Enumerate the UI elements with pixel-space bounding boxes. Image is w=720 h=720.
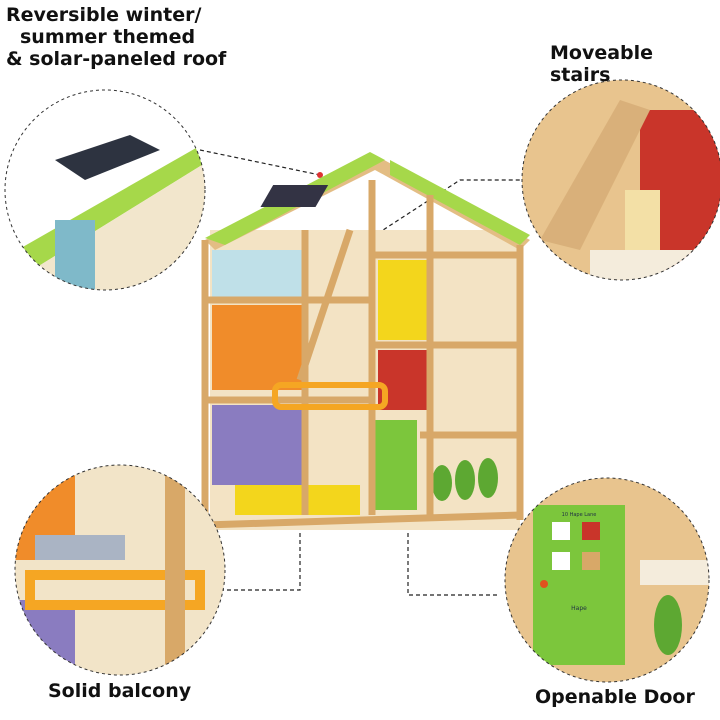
roof-label-line-2: summer themed (20, 26, 196, 48)
balcony-detail (15, 465, 225, 675)
door-callout-label: Openable Door (535, 686, 695, 708)
stairs-detail (522, 80, 720, 280)
roof-label-line-3: & solar-paneled roof (6, 48, 227, 70)
door-brand: Hape (571, 605, 587, 612)
roof-label-line-1: Reversible winter/ (6, 4, 202, 26)
stairs-callout-label: Moveable stairs (550, 42, 654, 86)
solar-panel (260, 185, 329, 207)
dollhouse (201, 152, 530, 530)
roof-callout-label: Reversible winter/ summer themed & solar… (6, 4, 226, 70)
balcony (272, 382, 388, 410)
door-address: 10 Hape Lane (562, 512, 597, 518)
door (372, 420, 417, 510)
door-detail (505, 478, 709, 682)
balcony-callout-label: Solid balcony (48, 680, 192, 702)
roof-detail (5, 90, 205, 290)
